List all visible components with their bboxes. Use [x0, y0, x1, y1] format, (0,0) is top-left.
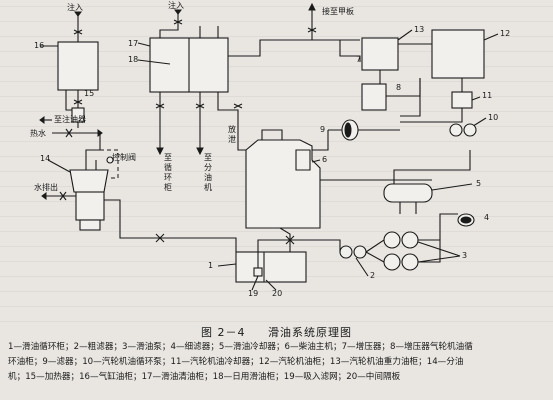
label-to-separator-3: 油 — [204, 172, 212, 182]
label-to-separator-4: 机 — [204, 182, 212, 192]
label-drain-1: 放 — [228, 124, 236, 134]
lubricating-oil-system-diagram: 16 注入 15 至注油器 热水 14 控制阀 水排出 17 18 注入 — [30, 0, 510, 298]
figure-number: 图 2－4 — [201, 326, 246, 339]
label-to-deck: 接至甲板 — [322, 6, 354, 16]
lube-oil-pump-3b — [383, 253, 401, 271]
label-inlet-mid: 注入 — [168, 0, 184, 10]
label-to-separator-1: 至 — [204, 153, 212, 162]
valve-symbol — [73, 29, 83, 35]
legend-line-3: 机；15—加热器；16—气缸油柜；17—滑油清油柜；18—日用滑油柜；19—吸入… — [8, 372, 401, 382]
label-number-16: 16 — [34, 41, 44, 50]
label-to-circ-tank-1: 至 — [164, 153, 172, 162]
label-number-6: 6 — [322, 155, 327, 164]
diesel-main-engine-6 — [245, 139, 321, 229]
label-number-18: 18 — [128, 55, 138, 64]
lube-oil-cooler-5 — [383, 183, 433, 203]
separator-14-bowl — [69, 169, 109, 193]
label-to-circ-tank-3: 环 — [164, 173, 172, 182]
label-to-circ-tank-4: 柜 — [164, 182, 172, 192]
cylinder-oil-tank-16 — [57, 41, 99, 91]
lube-oil-pump-3a — [383, 231, 401, 249]
label-control-valve: 控制阀 — [112, 152, 136, 162]
label-inlet-left: 注入 — [67, 2, 83, 12]
label-number-3: 3 — [462, 251, 467, 260]
label-number-15: 15 — [84, 89, 94, 98]
label-drain-2: 泄 — [228, 134, 236, 144]
label-number-1: 1 — [208, 261, 213, 270]
label-number-13: 13 — [414, 25, 424, 34]
figure-caption: 图 2－4 滑油系统原理图 — [0, 324, 553, 340]
label-number-19: 19 — [248, 289, 258, 298]
turbine-oil-cooler-11 — [451, 91, 473, 109]
label-to-circ-tank-2: 循 — [164, 162, 172, 172]
turbocharger-oil-circulation-tank-8 — [361, 83, 387, 111]
label-number-10: 10 — [488, 113, 498, 122]
label-number-7: 7 — [356, 55, 361, 64]
heater-15 — [71, 107, 85, 123]
label-to-purifier: 至注油器 — [54, 114, 86, 124]
control-valve-symbol — [106, 156, 114, 164]
turbine-oil-pump-10 — [449, 123, 463, 137]
legend-line-2: 环油柜；9—滤器；10—汽轮机油循环泵；11—汽轮机油冷却器；12—汽轮机油柜；… — [8, 357, 464, 367]
label-number-17: 17 — [128, 39, 138, 48]
lube-oil-circulation-tank-1 — [235, 251, 307, 283]
separator-14-body — [75, 191, 105, 221]
label-number-11: 11 — [482, 91, 492, 100]
legend-line-1: 1—滑油循环柜；2—粗滤器；3—滑油泵；4—细滤器；5—滑油冷却器；6—柴油主机… — [8, 342, 473, 352]
suction-strainer-19 — [253, 267, 263, 277]
turbine-oil-gravity-tank-13 — [361, 37, 399, 71]
label-number-8: 8 — [396, 83, 401, 92]
label-number-5: 5 — [476, 179, 481, 188]
label-water-drain: 水排出 — [34, 182, 58, 192]
label-number-9: 9 — [320, 125, 325, 134]
label-hot-water: 热水 — [30, 128, 46, 138]
label-to-separator-2: 分 — [204, 163, 212, 172]
coarse-filter-2 — [339, 245, 353, 259]
label-number-2: 2 — [370, 271, 375, 280]
label-number-4: 4 — [484, 213, 489, 222]
label-number-12: 12 — [500, 29, 510, 38]
label-number-20: 20 — [272, 289, 282, 298]
turbine-oil-tank-12 — [431, 29, 485, 79]
label-number-14: 14 — [40, 154, 50, 163]
figure-title: 滑油系统原理图 — [267, 326, 352, 339]
turbocharger-7 — [295, 149, 311, 171]
